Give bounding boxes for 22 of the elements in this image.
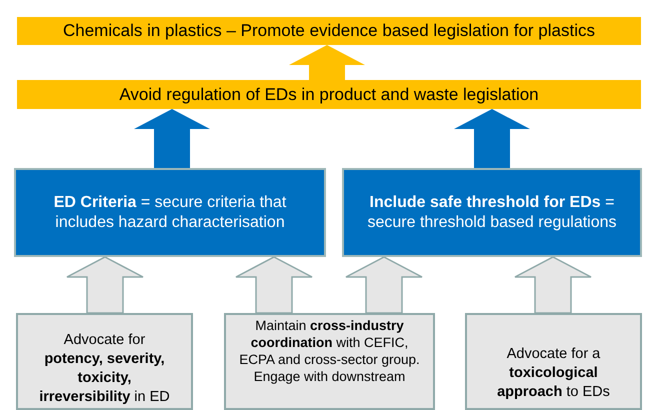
node-text: Include safe threshold for EDs = secure threshold based regulations xyxy=(366,192,618,232)
node-text: ED Criteria = secure criteria that includes hazard characterisation xyxy=(52,192,288,232)
block-arrow xyxy=(134,109,210,168)
node-text: Maintain cross-industry coordination with CEFIC, ECPA and cross-sector group. xyxy=(238,317,421,368)
node-text: Advocate for potency, severity, toxicity, irreversibility in ED xyxy=(38,331,171,407)
objective-box xyxy=(342,168,642,257)
block-arrow xyxy=(454,109,530,168)
goal-banner xyxy=(17,17,641,45)
block-arrow xyxy=(289,45,365,80)
block-arrow xyxy=(66,256,144,314)
node-text: Chemicals in plastics – Promote evidence based legislation for plastics xyxy=(63,20,595,42)
block-arrow xyxy=(235,256,313,314)
action-box xyxy=(465,313,642,410)
node-text: Avoid regulation of EDs in product and waste legislation xyxy=(119,84,539,106)
goal-banner xyxy=(17,80,641,109)
action-box xyxy=(224,313,435,410)
node-text: Engage with downstream xyxy=(254,368,406,385)
block-arrow xyxy=(514,256,592,314)
action-box xyxy=(16,313,193,410)
objective-box xyxy=(14,168,326,257)
node-text: Advocate for a toxicological approach to EDs xyxy=(496,345,611,402)
block-arrow xyxy=(345,256,423,314)
